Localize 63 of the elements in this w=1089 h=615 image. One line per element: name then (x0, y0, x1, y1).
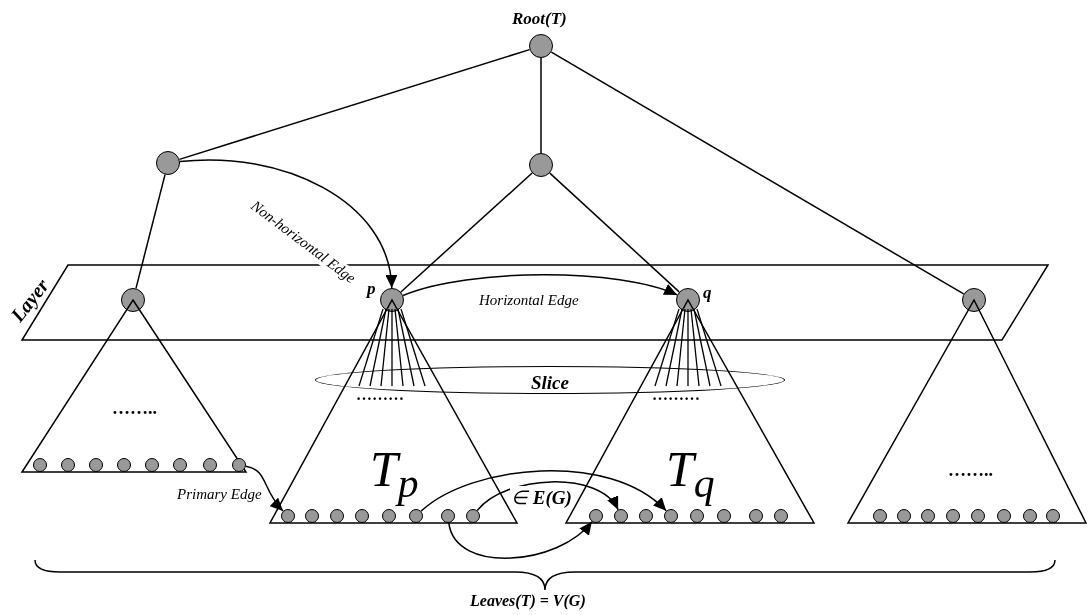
brace-label: Leaves(T) = V(G) (470, 592, 586, 610)
leaf-node (946, 509, 960, 523)
leaf-node (664, 509, 678, 523)
tree-edge (540, 57, 542, 154)
leaf-node (997, 509, 1011, 523)
leaf-node (305, 509, 319, 523)
leaf-node (33, 458, 47, 472)
arrow (448, 520, 593, 559)
arrow (245, 465, 284, 512)
leaf-node (232, 458, 246, 472)
leaf-node (61, 458, 75, 472)
leaf-node (355, 509, 369, 523)
leaf-node (897, 509, 911, 523)
leaf-node (749, 509, 763, 523)
edge-label: Horizontal Edge (478, 292, 580, 309)
ellipsis-dots: ……… (356, 386, 404, 404)
leaf-node (173, 458, 187, 472)
tree-edge (400, 172, 533, 293)
ellipsis-dots: …….. (948, 460, 993, 481)
leaf-node (382, 509, 396, 523)
edge-label: ∈ E(G) (510, 486, 573, 509)
arrow (476, 481, 619, 512)
leaf-node (441, 509, 455, 523)
arrow (402, 274, 678, 297)
leaf-node (409, 509, 423, 523)
leaf-node (690, 509, 704, 523)
ellipsis-dots: ……… (652, 386, 700, 404)
leaf-node (466, 509, 480, 523)
leaf-node (203, 458, 217, 472)
leaf-node (117, 458, 131, 472)
slice-label: Slice (531, 372, 569, 394)
leaf-node (614, 509, 628, 523)
tree-edge (135, 173, 166, 290)
ellipsis-dots: …….. (112, 398, 157, 419)
arrow (420, 470, 667, 512)
node-label: Root(T) (512, 9, 567, 29)
leaf-node (1023, 509, 1037, 523)
edge-label: Primary Edge (176, 486, 263, 503)
tree-node (156, 151, 180, 175)
leaf-node (89, 458, 103, 472)
tree-node (121, 288, 145, 312)
leaf-node (774, 509, 788, 523)
leaf-node (971, 509, 985, 523)
arrow (179, 159, 397, 289)
subtree-label: T$_{q}$ (666, 440, 715, 507)
tree-edge (550, 51, 965, 295)
leaf-node (145, 458, 159, 472)
subtree-triangle (848, 300, 1086, 523)
node-label: q (703, 283, 712, 303)
tree-node (962, 288, 986, 312)
tree-edge (549, 172, 680, 293)
leaf-node (921, 509, 935, 523)
leaf-node (1046, 509, 1060, 523)
leaf-node (589, 509, 603, 523)
tree-node (529, 153, 553, 177)
leaf-node (717, 509, 731, 523)
leaf-node (330, 509, 344, 523)
leaf-node (639, 509, 653, 523)
subtree-label: T$_{p}$ (370, 440, 419, 507)
leaf-node (873, 509, 887, 523)
leaf-node (281, 509, 295, 523)
tree-edge (178, 48, 531, 161)
node-label: p (367, 279, 376, 299)
